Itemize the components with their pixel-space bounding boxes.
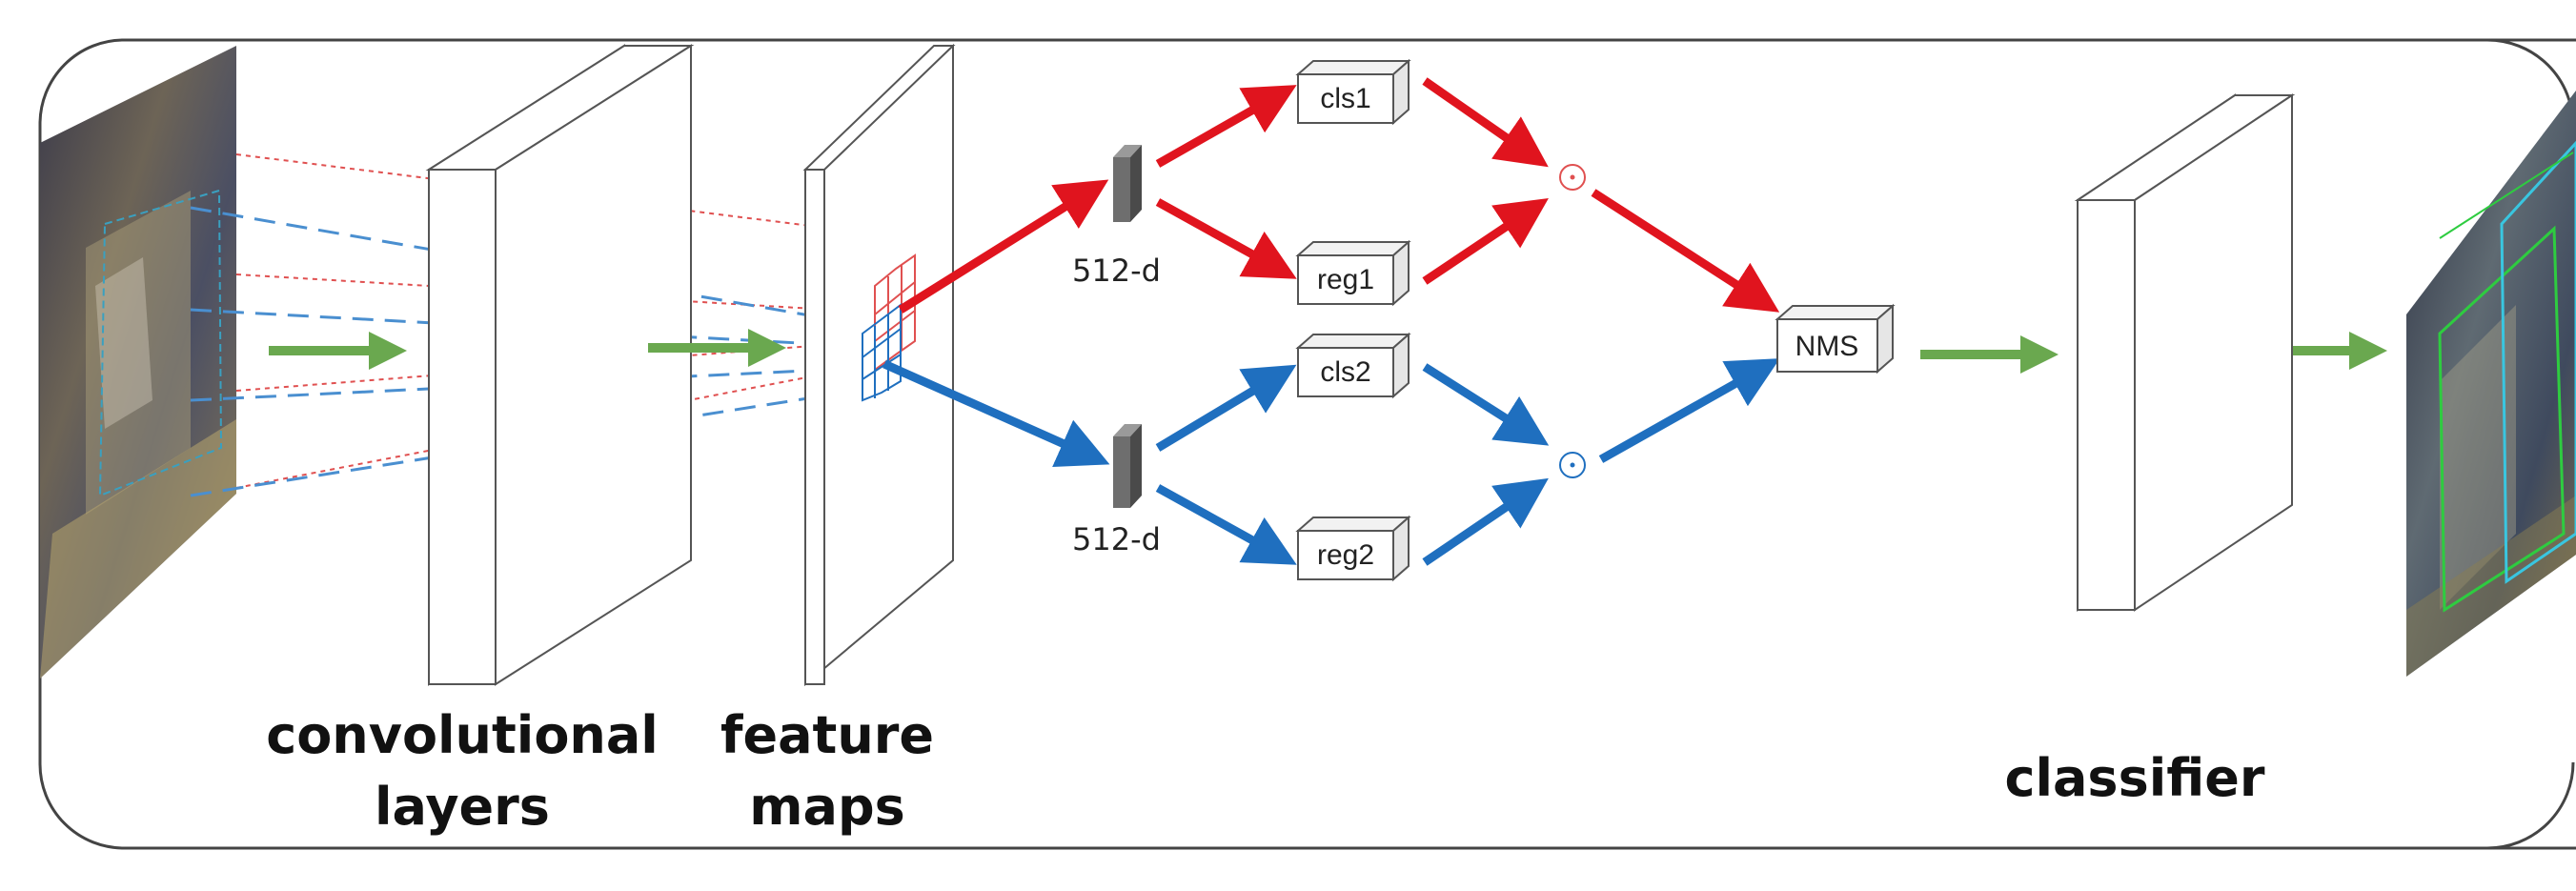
feature-vector-upper bbox=[1113, 145, 1142, 222]
output-detection-box-green bbox=[2438, 225, 2566, 613]
reg1-box: reg1 bbox=[1295, 239, 1411, 307]
cls1-label: cls1 bbox=[1320, 83, 1370, 114]
input-region-outline bbox=[98, 189, 223, 497]
cls2-label: cls2 bbox=[1320, 356, 1370, 388]
caption-feat-line1: feature bbox=[720, 705, 934, 765]
feature-grid-blue bbox=[862, 303, 902, 402]
stem-blue bbox=[882, 359, 1110, 468]
classifier-block bbox=[2074, 93, 2296, 612]
cls1-box: cls1 bbox=[1295, 58, 1411, 126]
circle-dot-icon bbox=[1559, 164, 1586, 191]
reg2-box: reg2 bbox=[1295, 515, 1411, 582]
projection-lines-blue bbox=[190, 206, 887, 497]
caption-feat-line2: maps bbox=[749, 777, 905, 837]
nms-box: NMS bbox=[1775, 303, 1896, 375]
caption-classifier: classifier bbox=[2004, 748, 2264, 808]
dim-label-lower: 512-d bbox=[1072, 521, 1161, 557]
output-detection-box-cyan bbox=[2500, 140, 2576, 584]
stem-red bbox=[898, 179, 1109, 314]
caption-conv-line1: convolutional bbox=[266, 705, 659, 765]
reg1-label: reg1 bbox=[1317, 264, 1374, 295]
conv-layers-block bbox=[425, 44, 695, 686]
output-image bbox=[2406, 91, 2576, 677]
nms-label: NMS bbox=[1795, 331, 1859, 362]
feature-vector-lower bbox=[1113, 424, 1142, 508]
circle-dot-icon bbox=[1559, 452, 1586, 478]
outer-frame bbox=[38, 38, 2576, 850]
blue-branch-arrows bbox=[1155, 358, 1780, 566]
input-image bbox=[40, 46, 236, 678]
caption-conv-line2: layers bbox=[375, 777, 550, 837]
feature-maps-block bbox=[802, 43, 956, 687]
cls2-box: cls2 bbox=[1295, 332, 1411, 399]
dim-label-upper: 512-d bbox=[1072, 253, 1161, 289]
reg2-label: reg2 bbox=[1317, 539, 1374, 571]
red-branch-arrows bbox=[1155, 77, 1780, 313]
